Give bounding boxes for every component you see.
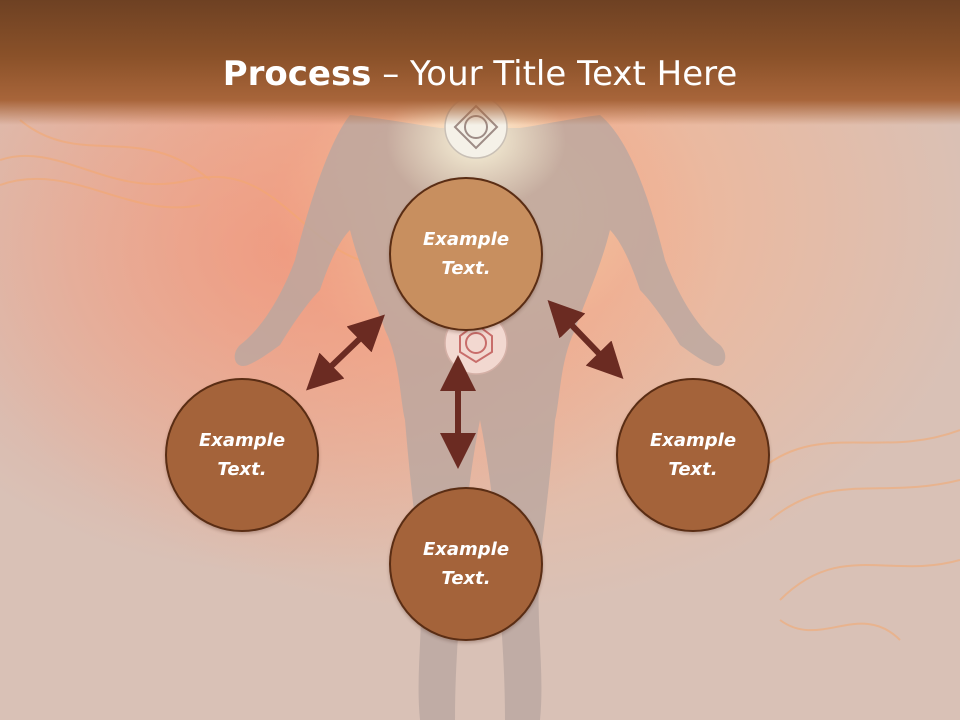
title-bold: Process (222, 54, 372, 94)
arrow-top-left (306, 314, 385, 391)
node-left-line2: Text. (217, 459, 267, 480)
arrow-top-right (547, 300, 624, 379)
node-top-line1: Example (422, 229, 510, 250)
node-top-line2: Text. (441, 258, 491, 279)
process-node-top: Example Text. (389, 177, 543, 331)
node-bottom-line1: Example (422, 539, 510, 560)
process-node-left: Example Text. (165, 378, 319, 532)
process-node-right: Example Text. (616, 378, 770, 532)
node-bottom-line2: Text. (441, 568, 491, 589)
title-bar (0, 0, 960, 125)
process-node-bottom: Example Text. (389, 487, 543, 641)
node-left-line1: Example (198, 430, 286, 451)
slide-title: Process – Your Title Text Here (0, 52, 960, 96)
node-right-line2: Text. (668, 459, 718, 480)
node-right-line1: Example (649, 430, 737, 451)
title-rest: – Your Title Text Here (371, 54, 738, 94)
